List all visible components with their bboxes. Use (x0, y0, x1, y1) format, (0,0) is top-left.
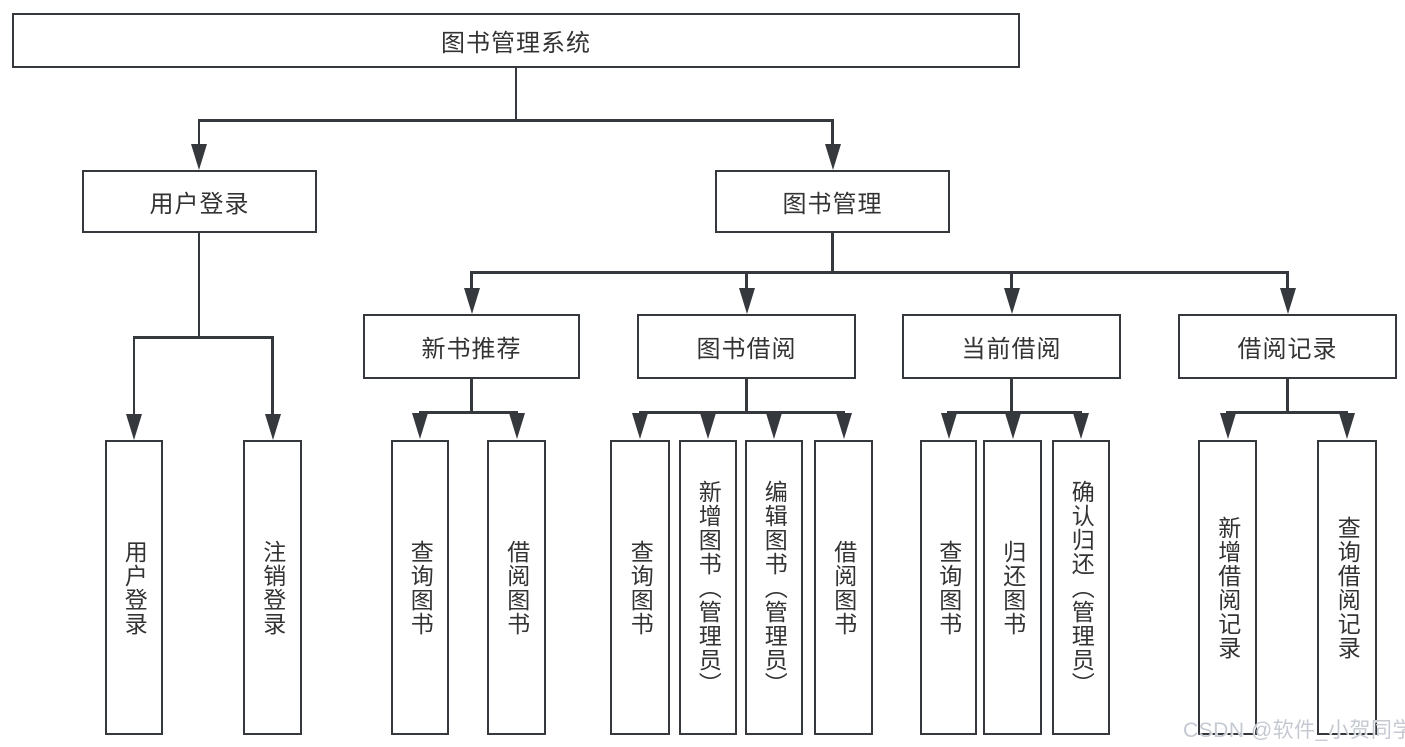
edge-line (132, 338, 136, 416)
node-borrowing-records: 借阅记录 (1178, 314, 1397, 379)
edge-line (638, 411, 845, 414)
edge-line (197, 119, 834, 122)
node-current-borrowing: 当前借阅 (902, 314, 1121, 379)
node-book-management-branch: 图书管理 (715, 170, 950, 233)
arrowhead-icon (835, 413, 852, 439)
arrowhead-icon (1339, 413, 1355, 439)
arrowhead-icon (264, 414, 281, 440)
edge-line (947, 411, 1083, 414)
arrowhead-icon (1219, 413, 1236, 439)
edge-line (1010, 273, 1013, 291)
arrowhead-icon (508, 413, 525, 439)
csdn-watermark: CSDN @软件_小贺同学 (1183, 719, 1405, 742)
leaf-query-borrow-record: 查询借阅记录 (1317, 440, 1377, 735)
node-library-management-system: 图书管理系统 (12, 13, 1020, 68)
leaf-add-borrow-record: 新增借阅记录 (1198, 440, 1257, 735)
edge-line (1286, 379, 1289, 413)
arrowhead-icon (700, 413, 716, 439)
leaf-query-books-recommend: 查询图书 (391, 440, 449, 735)
leaf-edit-books-admin: 编辑图书（管理员） (745, 440, 803, 735)
arrowhead-icon (940, 413, 957, 439)
node-book-borrowing: 图书借阅 (637, 314, 856, 379)
leaf-return-books: 归还图书 (983, 440, 1042, 735)
arrowhead-icon (824, 144, 841, 170)
edge-line (197, 121, 201, 147)
arrowhead-icon (463, 288, 480, 314)
edge-line (470, 271, 1290, 274)
leaf-query-books-current: 查询图书 (920, 440, 977, 735)
node-user-login-branch: 用户登录 (82, 170, 317, 233)
edge-line (418, 411, 518, 414)
arrowhead-icon (1073, 413, 1089, 439)
edge-line (470, 273, 473, 291)
arrowhead-icon (412, 413, 428, 439)
node-new-book-recommendation: 新书推荐 (363, 314, 580, 379)
edge-line (470, 379, 473, 413)
arrowhead-icon (738, 288, 755, 314)
arrowhead-icon (766, 413, 782, 439)
leaf-add-books-admin: 新增图书（管理员） (679, 440, 737, 735)
edge-line (745, 379, 748, 413)
leaf-confirm-return-admin: 确认归还（管理员） (1052, 440, 1110, 735)
arrowhead-icon (1003, 288, 1020, 314)
edge-line (197, 233, 201, 338)
arrowhead-icon (632, 413, 648, 439)
leaf-user-login: 用户登录 (105, 440, 163, 735)
leaf-query-books-borrowing: 查询图书 (610, 440, 670, 735)
edge-line (132, 336, 274, 339)
edge-line (831, 121, 834, 147)
edge-line (831, 233, 834, 273)
arrowhead-icon (1004, 413, 1021, 439)
edge-line (745, 273, 748, 291)
arrowhead-icon (191, 144, 207, 170)
leaf-borrow-books-recommend: 借阅图书 (487, 440, 546, 735)
arrowhead-icon (126, 414, 142, 440)
edge-line (1286, 273, 1289, 291)
leaf-borrow-books: 借阅图书 (814, 440, 873, 735)
edge-line (514, 68, 518, 121)
arrowhead-icon (1279, 288, 1296, 314)
leaf-logout: 注销登录 (243, 440, 302, 735)
edge-line (1010, 379, 1013, 413)
edge-line (1226, 411, 1349, 414)
edge-line (271, 338, 274, 416)
